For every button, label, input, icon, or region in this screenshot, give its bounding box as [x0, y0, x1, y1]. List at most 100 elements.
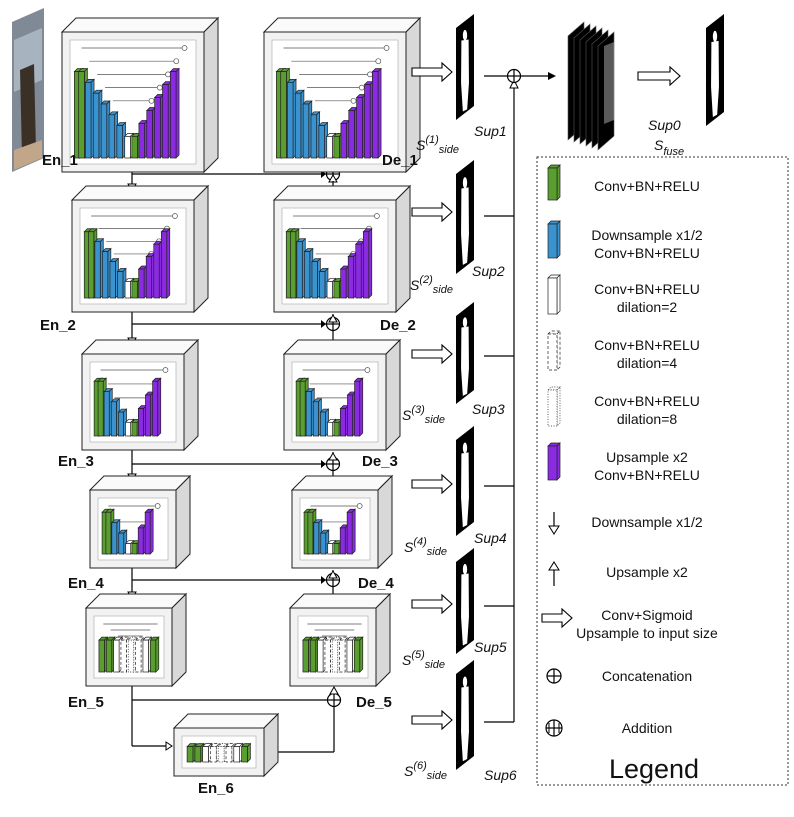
sup-label: Sup3 [472, 401, 505, 417]
dashed-block-icon [547, 330, 561, 371]
legend-item-label: dilation=2 [617, 299, 678, 315]
side-output-2 [411, 160, 474, 274]
side-output-1 [411, 14, 474, 120]
encoder-label: En_1 [42, 152, 78, 169]
decoder-block-5 [288, 592, 392, 688]
conv-sigmoid-arrow [411, 709, 453, 731]
legend-title: Legend [609, 754, 699, 784]
encoder-block-6 [172, 712, 280, 778]
decoder-label: De_1 [382, 152, 418, 169]
fuse-s-label: Sfuse [654, 137, 684, 158]
side-output-label: S(6)side [404, 760, 447, 782]
legend-item-label: Conv+BN+RELU [594, 178, 700, 194]
input-image [12, 8, 44, 172]
legend-item-label: Conv+BN+RELU [594, 281, 700, 297]
side-output-3 [411, 302, 474, 404]
concat-symbol [506, 68, 522, 84]
conv-sigmoid-arrow [637, 65, 681, 87]
side-output-label: S(3)side [402, 404, 445, 426]
legend-item: Downsample x1/2 [548, 512, 703, 535]
sup-label: Sup2 [472, 263, 505, 279]
side-output-5 [411, 548, 474, 654]
legend-box [536, 156, 789, 786]
encoder-block-4 [88, 474, 192, 570]
down-arrow-icon [548, 512, 560, 535]
connections [127, 68, 556, 753]
sup-label: Sup5 [474, 639, 507, 655]
encoder-label: En_2 [40, 317, 76, 334]
decoder-label: De_5 [356, 694, 392, 711]
skip-lines [283, 45, 390, 104]
legend-item: Addition [545, 719, 673, 737]
legend-item-label: Conv+BN+RELU [594, 467, 700, 483]
decoder-label: De_2 [380, 317, 416, 334]
conv-sigmoid-arrow [411, 201, 453, 223]
sup-label: Sup4 [474, 530, 507, 546]
legend-item: Upsample x2 [548, 561, 688, 586]
encoder-label: En_4 [68, 575, 105, 592]
legend-item-label: Concatenation [602, 668, 692, 684]
legend-item-label: Upsample to input size [576, 625, 718, 641]
fuse-sup-label: Sup0 [648, 117, 681, 133]
encoder-block-3 [80, 338, 200, 452]
conv-sigmoid-arrow [411, 343, 453, 365]
white-block-icon [547, 274, 561, 315]
hollow-right-arrow-icon [541, 607, 573, 629]
legend-item: Concatenation [546, 668, 692, 684]
encoder-label: En_6 [198, 780, 234, 797]
blue-block-icon [547, 220, 561, 259]
conv-sigmoid-arrow [541, 607, 573, 629]
fused-output-image [706, 14, 724, 126]
side-output-label: S(5)side [402, 649, 445, 671]
encoder-block-2 [70, 184, 210, 314]
skip-lines [307, 623, 362, 637]
dotted-block-icon [547, 386, 561, 427]
legend-item-label: Upsample x2 [606, 564, 688, 580]
legend-item-label: Conv+Sigmoid [601, 607, 692, 623]
skip-lines [81, 45, 188, 104]
sup-label: Sup6 [484, 767, 517, 783]
decoder-label: De_3 [362, 453, 398, 470]
decoder-label: De_4 [358, 575, 395, 592]
legend-item-label: Conv+BN+RELU [594, 245, 700, 261]
decoder-block-4 [290, 474, 394, 570]
decoder-block-1 [262, 16, 422, 174]
legend-item: Upsample x2 Conv+BN+RELU [547, 442, 700, 483]
addition-icon [545, 719, 563, 737]
legend-item-label: dilation=4 [617, 355, 678, 371]
encoder-label: En_3 [58, 453, 94, 470]
legend-item: Conv+BN+RELU dilation=2 [547, 274, 700, 315]
side-outputs: S(1)sideSup1S(2)sideSup2S(3)sideSup3S(4)… [402, 14, 517, 783]
side-output-6 [411, 660, 474, 770]
green-block-icon [547, 164, 561, 201]
up-arrow-icon [548, 561, 560, 586]
legend-item-label: Downsample x1/2 [591, 514, 702, 530]
encoder-block-5 [84, 592, 188, 688]
conv-sigmoid-arrow [411, 61, 453, 83]
blocks: En_1En_2En_3En_4En_5En_6 De_1De_2De_3De_4… [40, 16, 422, 797]
legend-item: Conv+BN+RELU [547, 164, 700, 201]
skip-lines [103, 623, 158, 637]
side-output-label: S(4)side [404, 536, 447, 558]
decoder-block-2 [272, 184, 412, 314]
legend-item-label: Downsample x1/2 [591, 227, 702, 243]
legend-item-label: Addition [622, 720, 673, 736]
purple-block-icon [547, 442, 561, 481]
legend-item-label: Conv+BN+RELU [594, 393, 700, 409]
encoder-block-1 [60, 16, 220, 174]
encoder-label: En_5 [68, 694, 104, 711]
conv-sigmoid-arrow [411, 473, 453, 495]
side-output-label: S(2)side [410, 274, 453, 296]
side-output-4 [411, 426, 474, 536]
concat-symbol [326, 692, 342, 708]
legend-item-label: Upsample x2 [606, 449, 688, 465]
decoder-block-3 [282, 338, 402, 452]
sup-label: Sup1 [474, 123, 507, 139]
